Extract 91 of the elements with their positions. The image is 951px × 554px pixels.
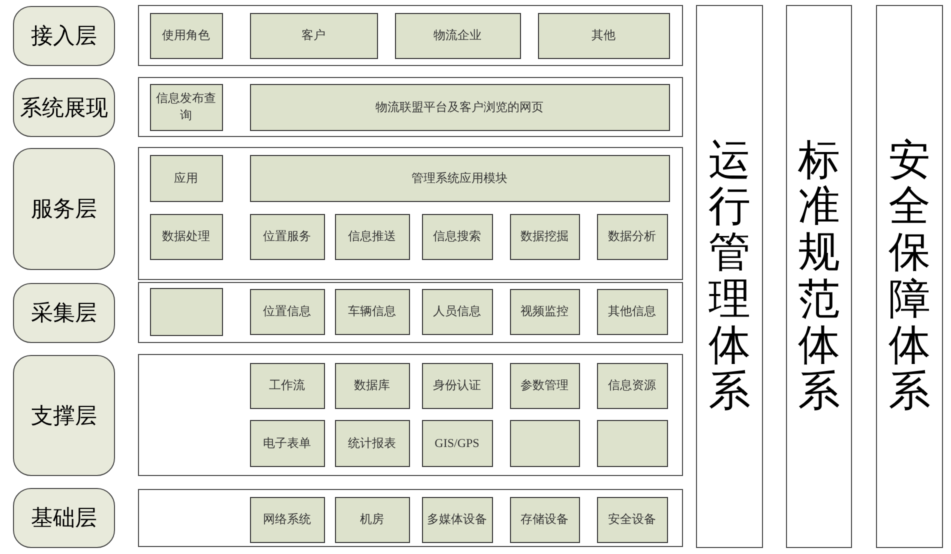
layer-label-box — [13, 488, 115, 548]
module-box — [250, 214, 324, 260]
module-label: 信息发布查询 — [155, 90, 217, 124]
module-label: 多媒体设备 — [427, 511, 487, 528]
system-column — [696, 5, 763, 548]
module-label: 使用角色 — [162, 27, 210, 44]
module-label: GIS/GPS — [434, 436, 480, 450]
layer-panel — [138, 282, 683, 343]
layer-label: 系统展现 — [20, 94, 108, 122]
layer-panel — [138, 77, 683, 137]
module-box — [422, 362, 492, 408]
module-box — [250, 362, 324, 408]
module-label: 统计报表 — [348, 434, 396, 452]
module-label: 信息推送 — [348, 228, 396, 245]
module-label: 其他 — [592, 27, 616, 44]
module-box — [250, 154, 670, 202]
module-label: 信息资源 — [608, 377, 656, 394]
layer-label-box — [13, 283, 115, 343]
module-label: 视频监控 — [520, 303, 568, 320]
module-label: 机房 — [360, 511, 384, 528]
module-label: 其他信息 — [608, 303, 656, 320]
module-box — [334, 214, 410, 260]
module-label: 安全设备 — [608, 511, 656, 528]
module-box — [150, 154, 222, 202]
module-label: 网络系统 — [263, 511, 311, 528]
module-label: 参数管理 — [520, 377, 568, 394]
layer-label: 服务层 — [31, 195, 97, 223]
module-box — [150, 84, 222, 130]
module-box — [596, 496, 668, 542]
module-box — [250, 12, 378, 58]
column-label: 安全保障体系 — [888, 138, 930, 416]
column-label: 标准规范体系 — [798, 138, 840, 416]
module-label: 车辆信息 — [348, 303, 396, 320]
module-box — [250, 496, 324, 542]
module-box — [334, 496, 410, 542]
system-column — [876, 5, 943, 548]
module-box — [150, 214, 222, 260]
module-label: 数据分析 — [608, 228, 656, 245]
layer-label: 支撑层 — [31, 402, 97, 430]
module-box — [510, 496, 580, 542]
module-box — [510, 214, 580, 260]
layer-label-box — [13, 148, 115, 270]
layer-panel — [138, 5, 683, 66]
module-box — [538, 12, 670, 58]
module-box — [510, 362, 580, 408]
module-box — [150, 288, 222, 336]
module-box — [422, 496, 492, 542]
module-label: 管理系统应用模块 — [412, 170, 508, 186]
layer-panel — [138, 489, 683, 547]
module-box — [596, 214, 668, 260]
module-box — [422, 288, 492, 334]
module-label: 信息搜索 — [433, 228, 481, 245]
layer-label: 采集层 — [31, 299, 97, 327]
module-label: 身份认证 — [433, 377, 481, 394]
module-label: 人员信息 — [433, 303, 481, 320]
module-box — [150, 12, 222, 58]
module-box — [422, 214, 492, 260]
module-box — [334, 288, 410, 334]
module-box — [250, 84, 670, 130]
module-label: 客户 — [302, 27, 326, 44]
layer-panel — [138, 147, 683, 280]
module-label: 应用 — [174, 170, 198, 186]
column-label: 运行管理体系 — [708, 138, 750, 416]
module-box — [334, 420, 410, 466]
layer-label-box — [13, 78, 115, 137]
layer-label: 接入层 — [31, 22, 97, 50]
module-label: 存储设备 — [520, 511, 568, 528]
module-label: 位置信息 — [263, 303, 311, 320]
module-box — [334, 362, 410, 408]
system-column — [786, 5, 852, 548]
layer-label-box — [13, 6, 115, 66]
layer-label: 基础层 — [31, 504, 97, 532]
module-box — [596, 420, 668, 466]
module-label: 物流联盟平台及客户浏览的网页 — [376, 98, 544, 116]
module-label: 电子表单 — [263, 434, 311, 452]
module-box — [596, 362, 668, 408]
module-label: 物流企业 — [434, 27, 482, 44]
module-box — [596, 288, 668, 334]
module-label: 工作流 — [269, 377, 305, 394]
module-label: 数据处理 — [162, 228, 210, 245]
module-box — [250, 420, 324, 466]
module-box — [510, 420, 580, 466]
module-box — [394, 12, 520, 58]
module-box — [510, 288, 580, 334]
module-label: 数据库 — [354, 377, 390, 394]
module-label: 数据挖掘 — [520, 228, 568, 245]
module-box — [422, 420, 492, 466]
layer-panel — [138, 354, 683, 476]
module-box — [250, 288, 324, 334]
module-label: 位置服务 — [263, 228, 311, 245]
layer-label-box — [13, 355, 115, 476]
